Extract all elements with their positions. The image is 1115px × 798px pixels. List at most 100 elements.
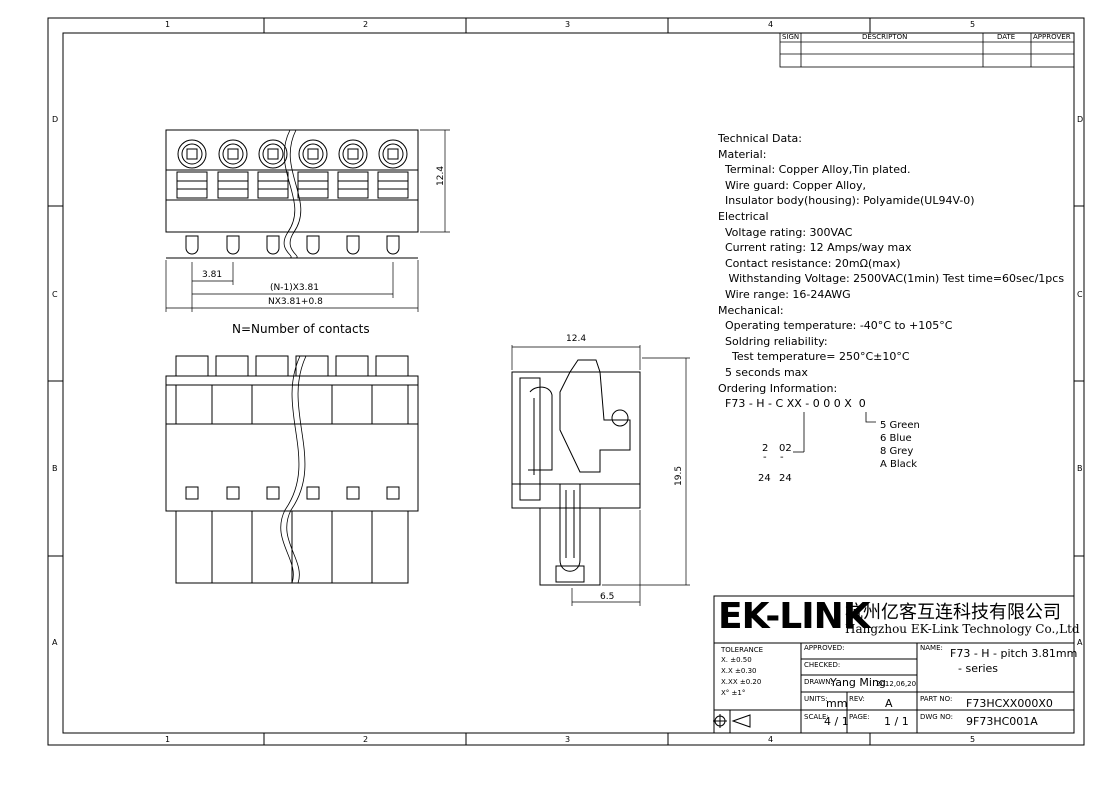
dwgno-label: DWG NO: — [920, 713, 953, 721]
range-dash-1: - — [763, 452, 767, 463]
tech-line: 5 seconds max — [718, 365, 808, 379]
bottom-col-1: 1 — [165, 735, 171, 744]
wire-clamps — [176, 171, 409, 199]
scale-label: SCALE: — [804, 713, 829, 721]
range-b: 02 — [779, 443, 792, 454]
color-code: 5 Green — [880, 420, 920, 431]
front-view — [165, 355, 419, 584]
dwgno-value: 9F73HC001A — [966, 715, 1038, 728]
partno-value: F73HCXX000X0 — [966, 697, 1053, 710]
tech-line: Electrical — [718, 209, 769, 223]
range-a: 2 — [762, 443, 769, 454]
rev-value: A — [885, 697, 893, 710]
tech-line: Ordering Information: — [718, 381, 838, 395]
company-name-cn: 杭州亿客互连科技有限公司 — [845, 602, 1061, 623]
range-d: 24 — [779, 473, 792, 484]
tech-line: Technical Data: — [718, 132, 802, 145]
top-col-2: 2 — [363, 20, 369, 29]
right-row-b: B — [1077, 464, 1083, 473]
tolerance-row: X. ±0.50 — [721, 656, 752, 664]
drawn-date: 2012,06,20 — [876, 680, 917, 688]
color-code: 6 Blue — [880, 433, 912, 444]
title-block-grid — [713, 595, 1075, 734]
tech-line: Test temperature= 250°C±10°C — [718, 350, 910, 364]
drawing-name-line1: F73 - H - pitch 3.81mm — [950, 647, 1078, 660]
company-name-en: Hangzhou EK-Link Technology Co.,Ltd — [845, 622, 1080, 636]
right-row-c: C — [1077, 290, 1083, 299]
rev-header-sign: SIGN — [782, 33, 800, 41]
tolerance-row: X.XX ±0.20 — [721, 678, 762, 686]
contacts-note: N=Number of contacts — [232, 322, 370, 336]
name-label: NAME: — [920, 644, 943, 652]
tech-line: Withstanding Voltage: 2500VAC(1min) Test… — [718, 272, 1065, 286]
tech-line: Contact resistance: 20mΩ(max) — [718, 256, 901, 270]
dim-pitch: 3.81 — [202, 270, 223, 280]
bottom-col-2: 2 — [363, 735, 369, 744]
tech-line: Mechanical: — [718, 303, 784, 317]
tech-line: F73 - H - C XX - 0 0 0 X 0 — [718, 397, 866, 411]
dim-height-12-4: 12.4 — [436, 165, 446, 186]
revision-table — [779, 32, 1075, 68]
left-row-d: D — [52, 115, 59, 124]
tech-line: Wire range: 16-24AWG — [718, 287, 851, 301]
color-code: A Black — [880, 459, 918, 470]
units-value: mm — [826, 697, 848, 710]
rev-header-description: DESCRIPTON — [862, 33, 908, 41]
technical-data: Technical Data: Material: Terminal: Copp… — [718, 131, 1064, 412]
screw-terminals — [177, 139, 408, 169]
tech-line: Operating temperature: -40°C to +105°C — [718, 319, 953, 333]
color-code: 8 Grey — [880, 446, 914, 457]
projection-symbol — [713, 714, 751, 728]
units-label: UNITS: — [804, 695, 828, 703]
bottom-col-4: 4 — [768, 735, 774, 744]
top-view — [165, 129, 450, 312]
top-col-4: 4 — [768, 20, 774, 29]
left-row-c: C — [52, 290, 58, 299]
tolerance-label: TOLERANCE — [721, 646, 764, 654]
bottom-col-5: 5 — [970, 735, 976, 744]
scale-value: 4 / 1 — [824, 715, 849, 728]
range-c: 24 — [758, 473, 771, 484]
bottom-col-3: 3 — [565, 735, 571, 744]
tech-line: Insulator body(housing): Polyamide(UL94V… — [718, 194, 975, 208]
checked-label: CHECKED: — [804, 661, 841, 669]
top-col-5: 5 — [970, 20, 976, 29]
range-dash-2: - — [780, 452, 784, 463]
tolerance-row: X.X ±0.30 — [721, 667, 757, 675]
right-row-d: D — [1077, 115, 1084, 124]
tech-line: Current rating: 12 Amps/way max — [718, 241, 912, 255]
tech-line: Material: — [718, 147, 767, 161]
partno-label: PART NO: — [920, 695, 953, 703]
dim-side-height: 19.5 — [674, 465, 684, 486]
dim-side-bottom: 6.5 — [600, 592, 615, 602]
tech-line: Wire guard: Copper Alloy, — [718, 178, 866, 192]
rev-header-date: DATE — [997, 33, 1016, 41]
drawing-name-line2: - series — [958, 662, 999, 675]
top-col-3: 3 — [565, 20, 571, 29]
page-label: PAGE: — [849, 713, 870, 721]
pin-slots — [185, 235, 400, 255]
side-view — [511, 345, 690, 606]
drawn-label: DRAWN: — [804, 678, 833, 686]
left-row-b: B — [52, 464, 58, 473]
dim-side-width: 12.4 — [566, 334, 587, 344]
drawing-border — [47, 17, 1085, 746]
rev-header-approver: APPROVER — [1033, 33, 1071, 41]
dim-overall: NX3.81+0.8 — [268, 297, 323, 307]
approved-label: APPROVED: — [804, 644, 845, 652]
top-col-1: 1 — [165, 20, 171, 29]
tech-line: Soldring reliability: — [718, 334, 828, 348]
page-value: 1 / 1 — [884, 715, 909, 728]
tolerance-row: X° ±1° — [721, 689, 746, 697]
ordering-leaders — [793, 412, 876, 453]
drawn-by: Yang Ming — [830, 676, 886, 689]
tech-line: Voltage rating: 300VAC — [718, 225, 853, 239]
tech-line: Terminal: Copper Alloy,Tin plated. — [718, 163, 911, 177]
dim-n-minus-1: (N-1)X3.81 — [270, 283, 319, 293]
break-line — [283, 129, 296, 259]
right-row-a: A — [1077, 638, 1083, 647]
left-row-a: A — [52, 638, 58, 647]
company-logo: EK-LINK — [718, 596, 871, 637]
rev-label: REV: — [849, 695, 865, 703]
